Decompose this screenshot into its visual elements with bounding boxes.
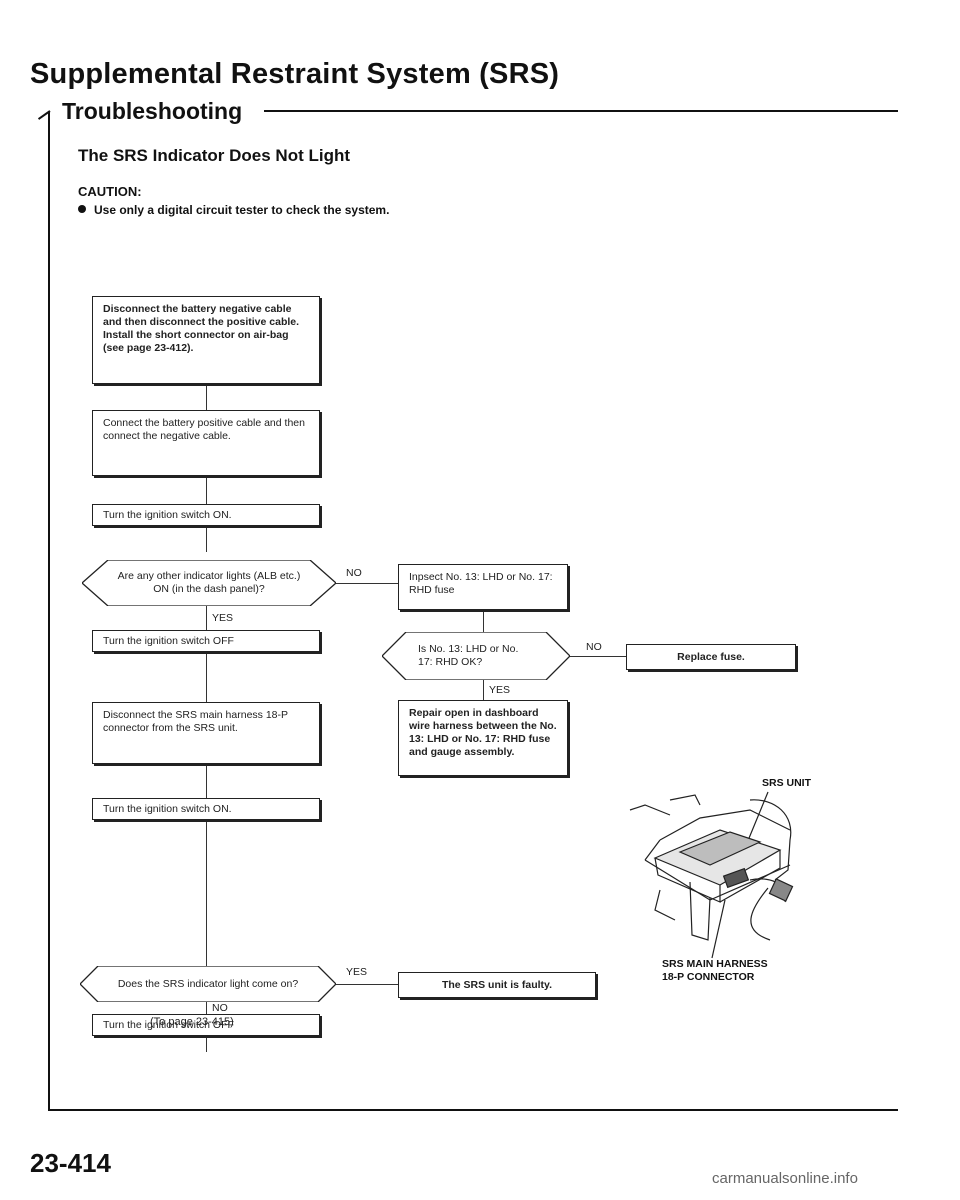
decision-other-indicators: Are any other indicator lights (ALB etc.…: [82, 560, 336, 606]
branch-label-no: NO: [586, 641, 602, 653]
decision-shape: [82, 560, 336, 606]
branch-line-yes: [336, 984, 398, 985]
connector-line: [206, 820, 207, 966]
step-repair-wire: Repair open in dashboard wire harness be…: [398, 700, 568, 776]
connector-line: [206, 384, 207, 410]
branch-label-yes: YES: [212, 612, 234, 624]
decision-fuse-ok: Is No. 13: LHD or No. 17: RHD OK?: [382, 632, 570, 680]
srs-unit-illustration: [629, 791, 794, 959]
bottom-rule: [48, 1109, 898, 1111]
caution-text: Use only a digital circuit tester to che…: [94, 203, 390, 217]
connector-line: [483, 680, 484, 700]
step-disconnect-battery: Disconnect the battery negative cable an…: [92, 296, 320, 384]
step-text: Repair open in dashboard wire harness be…: [409, 707, 557, 758]
branch-line-no: [334, 583, 398, 584]
step-text: Turn the ignition switch ON.: [103, 508, 232, 521]
step-ignition-on-2: Turn the ignition switch ON.: [92, 798, 320, 820]
step-ignition-off-2: Turn the ignition switch OFF: [92, 1014, 320, 1036]
decision-shape: [80, 966, 336, 1002]
step-connect-battery: Connect the battery positive cable and t…: [92, 410, 320, 476]
step-text: Connect the battery positive cable and t…: [103, 417, 305, 442]
connector-line: [206, 524, 207, 552]
procedure-title: The SRS Indicator Does Not Light: [78, 146, 351, 165]
connector-line: [206, 764, 207, 800]
continue-note: (To page 23-415): [150, 1016, 234, 1028]
decision-text: Are any other indicator lights (ALB etc.…: [117, 570, 301, 595]
step-ignition-on: Turn the ignition switch ON.: [92, 504, 320, 526]
step-text: Replace fuse.: [677, 650, 745, 663]
page-title: Supplemental Restraint System (SRS): [30, 58, 560, 90]
decision-text: Does the SRS indicator light come on?: [117, 977, 299, 990]
left-margin-rule: [48, 111, 50, 1111]
step-inspect-fuse: Inpsect No. 13: LHD or No. 17: RHD fuse: [398, 564, 568, 610]
decision-shape: [382, 632, 570, 680]
branch-label-yes: YES: [489, 684, 511, 696]
step-text: Inpsect No. 13: LHD or No. 17: RHD fuse: [409, 571, 553, 596]
section-rule: [264, 110, 898, 112]
step-text: Turn the ignition switch ON.: [103, 802, 232, 815]
step-text: Disconnect the battery negative cable an…: [103, 303, 300, 354]
step-disconnect-harness: Disconnect the SRS main harness 18-P con…: [92, 702, 320, 764]
branch-line-no: [568, 656, 626, 657]
srs-unit-label: SRS UNIT: [762, 777, 812, 789]
connector-line: [206, 476, 207, 504]
section-title: Troubleshooting: [62, 98, 243, 124]
decision-text: Is No. 13: LHD or No. 17: RHD OK?: [418, 643, 519, 668]
step-ignition-off: Turn the ignition switch OFF: [92, 630, 320, 652]
step-text: Disconnect the SRS main harness 18-P con…: [103, 709, 288, 734]
step-text: Turn the ignition switch OFF: [103, 634, 234, 647]
harness-label-line: 18-P CONNECTOR: [662, 971, 755, 983]
caution-item: Use only a digital circuit tester to che…: [78, 203, 389, 217]
connector-line: [206, 596, 207, 630]
connector-line: [206, 652, 207, 702]
step-text: The SRS unit is faulty.: [441, 978, 553, 991]
connector-line: [483, 610, 484, 632]
branch-label-no: NO: [346, 567, 362, 579]
connector-line: [206, 1000, 207, 1014]
step-replace-fuse: Replace fuse.: [626, 644, 796, 670]
branch-label-yes: YES: [346, 966, 368, 978]
caution-label: CAUTION:: [78, 184, 142, 199]
connector-line: [206, 1030, 207, 1052]
step-text: Turn the ignition switch OFF: [103, 1018, 234, 1031]
bullet-icon: [78, 205, 86, 213]
decision-indicator-on: Does the SRS indicator light come on?: [80, 966, 336, 1002]
page-number: 23-414: [30, 1148, 111, 1178]
harness-label-line: SRS MAIN HARNESS: [662, 958, 768, 970]
branch-label-no: NO: [212, 1002, 228, 1014]
watermark: carmanualsonline.info: [712, 1170, 858, 1187]
step-unit-faulty: The SRS unit is faulty.: [398, 972, 596, 998]
